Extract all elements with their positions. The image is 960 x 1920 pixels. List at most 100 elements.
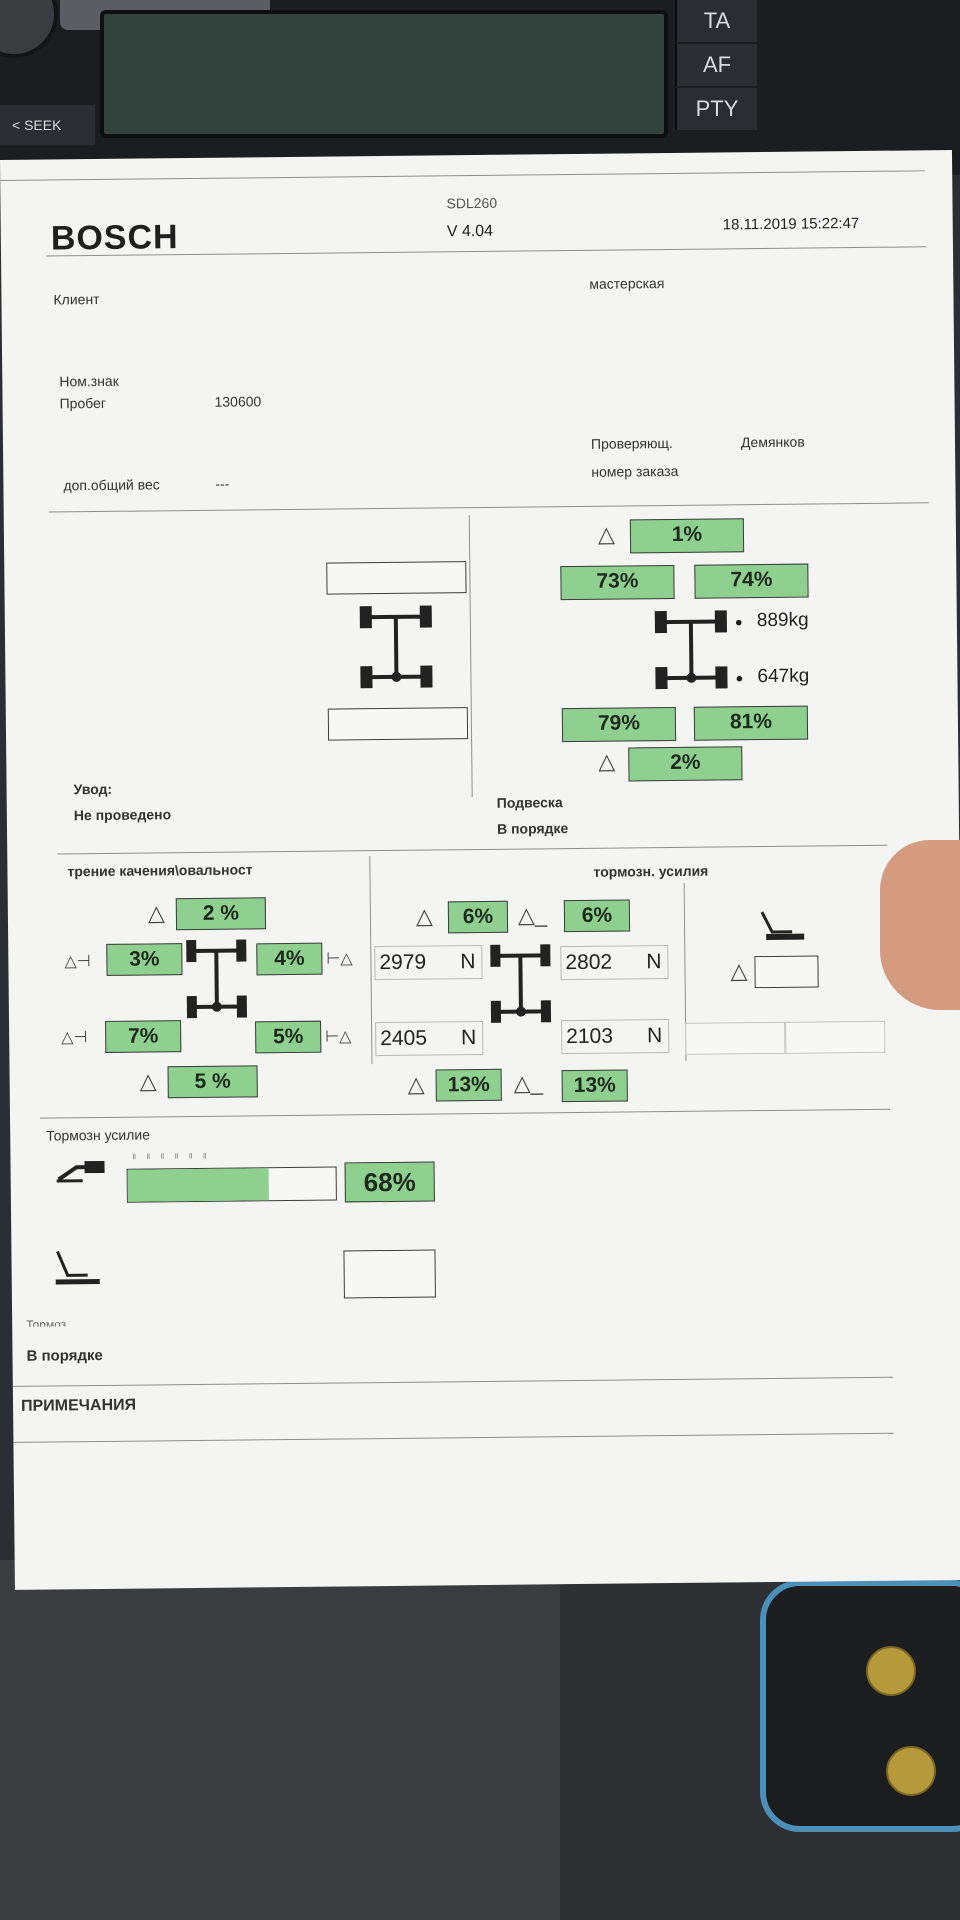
coin <box>866 1646 916 1696</box>
extra-weight-value: --- <box>215 475 230 492</box>
vehicle-axle-diagram <box>359 605 433 689</box>
parking-brake-icon <box>760 911 805 941</box>
device-model: SDL260 <box>446 194 498 212</box>
rolling-delta-rear: 5 % <box>167 1065 258 1099</box>
client-label: Клиент <box>53 290 100 308</box>
delta-dynamic-icon: △_ <box>517 902 548 928</box>
parking-left-box <box>685 1021 786 1055</box>
extra-weight-label: доп.общий вес <box>63 476 160 494</box>
wheel-arrow-icon: △⊣ <box>61 1029 88 1047</box>
parking-brake-result-box <box>343 1249 436 1299</box>
parking-brake-icon <box>55 1250 100 1285</box>
wheel-arrow-icon: △⊣ <box>64 953 91 971</box>
delta-icon: △ <box>139 1068 157 1094</box>
service-brake-bar <box>126 1166 337 1203</box>
rolling-front-right: 4% <box>256 942 323 976</box>
brake-rear-right: 2103 N <box>561 1019 670 1055</box>
delta-icon: △ <box>597 521 616 547</box>
divider <box>0 170 926 181</box>
service-brake-percent: 68% <box>344 1161 435 1203</box>
workshop-label: мастерская <box>589 275 665 292</box>
delta-dynamic-icon: △_ <box>513 1070 543 1096</box>
vehicle-axle-diagram <box>654 610 728 690</box>
suspension-rear-right: 81% <box>693 705 809 741</box>
weight-icon: ● <box>735 670 744 686</box>
brake-delta-front-a: 6% <box>447 900 509 934</box>
rolling-front-left: 3% <box>106 943 183 976</box>
inspector-label: Проверяющ. <box>590 434 673 452</box>
delta-icon: △ <box>407 1071 425 1097</box>
divider-vertical <box>468 515 473 798</box>
suspension-status: В порядке <box>496 820 569 837</box>
brake-delta-rear-b: 13% <box>561 1069 628 1103</box>
car-radio-panel: < SEEK TA AF PTY <box>0 0 960 175</box>
mileage-value: 130600 <box>214 393 262 410</box>
delta-icon: △ <box>415 903 433 929</box>
radio-display <box>100 10 668 138</box>
vehicle-axle-diagram <box>186 939 247 1019</box>
divider <box>40 1108 890 1119</box>
divider <box>57 844 888 855</box>
alignment-rear-box <box>327 707 469 741</box>
service-brake-bar-fill <box>127 1168 270 1202</box>
unit: N <box>460 1026 477 1050</box>
coin <box>886 1746 936 1796</box>
vehicle-axle-diagram <box>490 944 552 1023</box>
brand-logo: BOSCH <box>50 218 179 258</box>
suspension-front-right: 74% <box>694 563 809 599</box>
unit: N <box>460 950 476 974</box>
divider-vertical <box>369 856 373 1065</box>
front-axle-weight: 889kg <box>756 609 809 632</box>
unit: N <box>646 950 662 974</box>
brake-front-left: 2979 N <box>374 944 483 981</box>
divider <box>12 1376 893 1387</box>
total-brake-title: Тормозн усилие <box>46 1126 151 1144</box>
wheel-arrow-icon: ⊢△ <box>325 1028 352 1046</box>
rolling-resistance-title: трение качения\овальност <box>67 861 253 880</box>
suspension-rear-left: 79% <box>561 706 677 743</box>
delta-icon: △ <box>730 958 748 984</box>
unit: N <box>646 1024 663 1048</box>
toe-value: Не проведено <box>73 806 172 824</box>
notes-title: ПРИМЕЧАНИЯ <box>20 1396 137 1415</box>
brake-status-label: Тормоз <box>26 1317 67 1327</box>
coin-tray <box>760 1580 960 1832</box>
service-brake-icon <box>56 1160 105 1183</box>
brake-front-right-value: 2802 <box>565 950 613 975</box>
brake-status: В порядке <box>26 1346 103 1365</box>
brake-front-left-value: 2979 <box>379 950 427 975</box>
divider <box>13 1432 894 1443</box>
brake-delta-front-b: 6% <box>563 899 631 933</box>
brake-force-title: тормозн. усилия <box>593 862 709 880</box>
suspension-delta-front: 1% <box>629 518 745 554</box>
toe-label: Увод: <box>73 780 113 798</box>
brake-rear-right-value: 2103 <box>566 1024 614 1049</box>
radio-seek-button: < SEEK <box>0 105 95 145</box>
inspector-value: Демянков <box>740 433 805 451</box>
alignment-front-box <box>326 561 467 595</box>
suspension-delta-rear: 2% <box>628 746 743 782</box>
suspension-label: Подвеска <box>496 794 563 811</box>
radio-button-pty: PTY <box>675 88 757 130</box>
divider <box>48 502 929 513</box>
brake-rear-left: 2405 N <box>375 1020 484 1057</box>
scale-ticks: ᅵᅵᅵᅵᅵᅵᅵᅵᅵᅵᅵᅵ <box>126 1152 212 1166</box>
plate-label: Ном.знак <box>59 372 119 390</box>
rear-axle-weight: 647kg <box>757 665 810 688</box>
diagnostic-report-sheet: BOSCH SDL260 V 4.04 18.11.2019 15:22:47 … <box>0 150 960 1590</box>
delta-icon: △ <box>147 900 165 926</box>
brake-rear-left-value: 2405 <box>380 1026 428 1051</box>
radio-button-ta: TA <box>675 0 757 42</box>
parking-right-box <box>785 1020 886 1054</box>
report-datetime: 18.11.2019 15:22:47 <box>722 215 860 234</box>
wheel-arrow-icon: ⊢△ <box>326 950 353 968</box>
parking-delta-box <box>754 955 819 989</box>
weight-icon: ● <box>734 614 743 630</box>
suspension-front-left: 73% <box>560 564 675 601</box>
hand-thumb <box>880 840 960 1010</box>
order-number-label: номер заказа <box>591 462 679 480</box>
delta-icon: △ <box>598 748 616 774</box>
radio-button-af: AF <box>675 44 757 86</box>
brake-delta-rear-a: 13% <box>435 1068 502 1102</box>
software-version: V 4.04 <box>446 222 494 241</box>
